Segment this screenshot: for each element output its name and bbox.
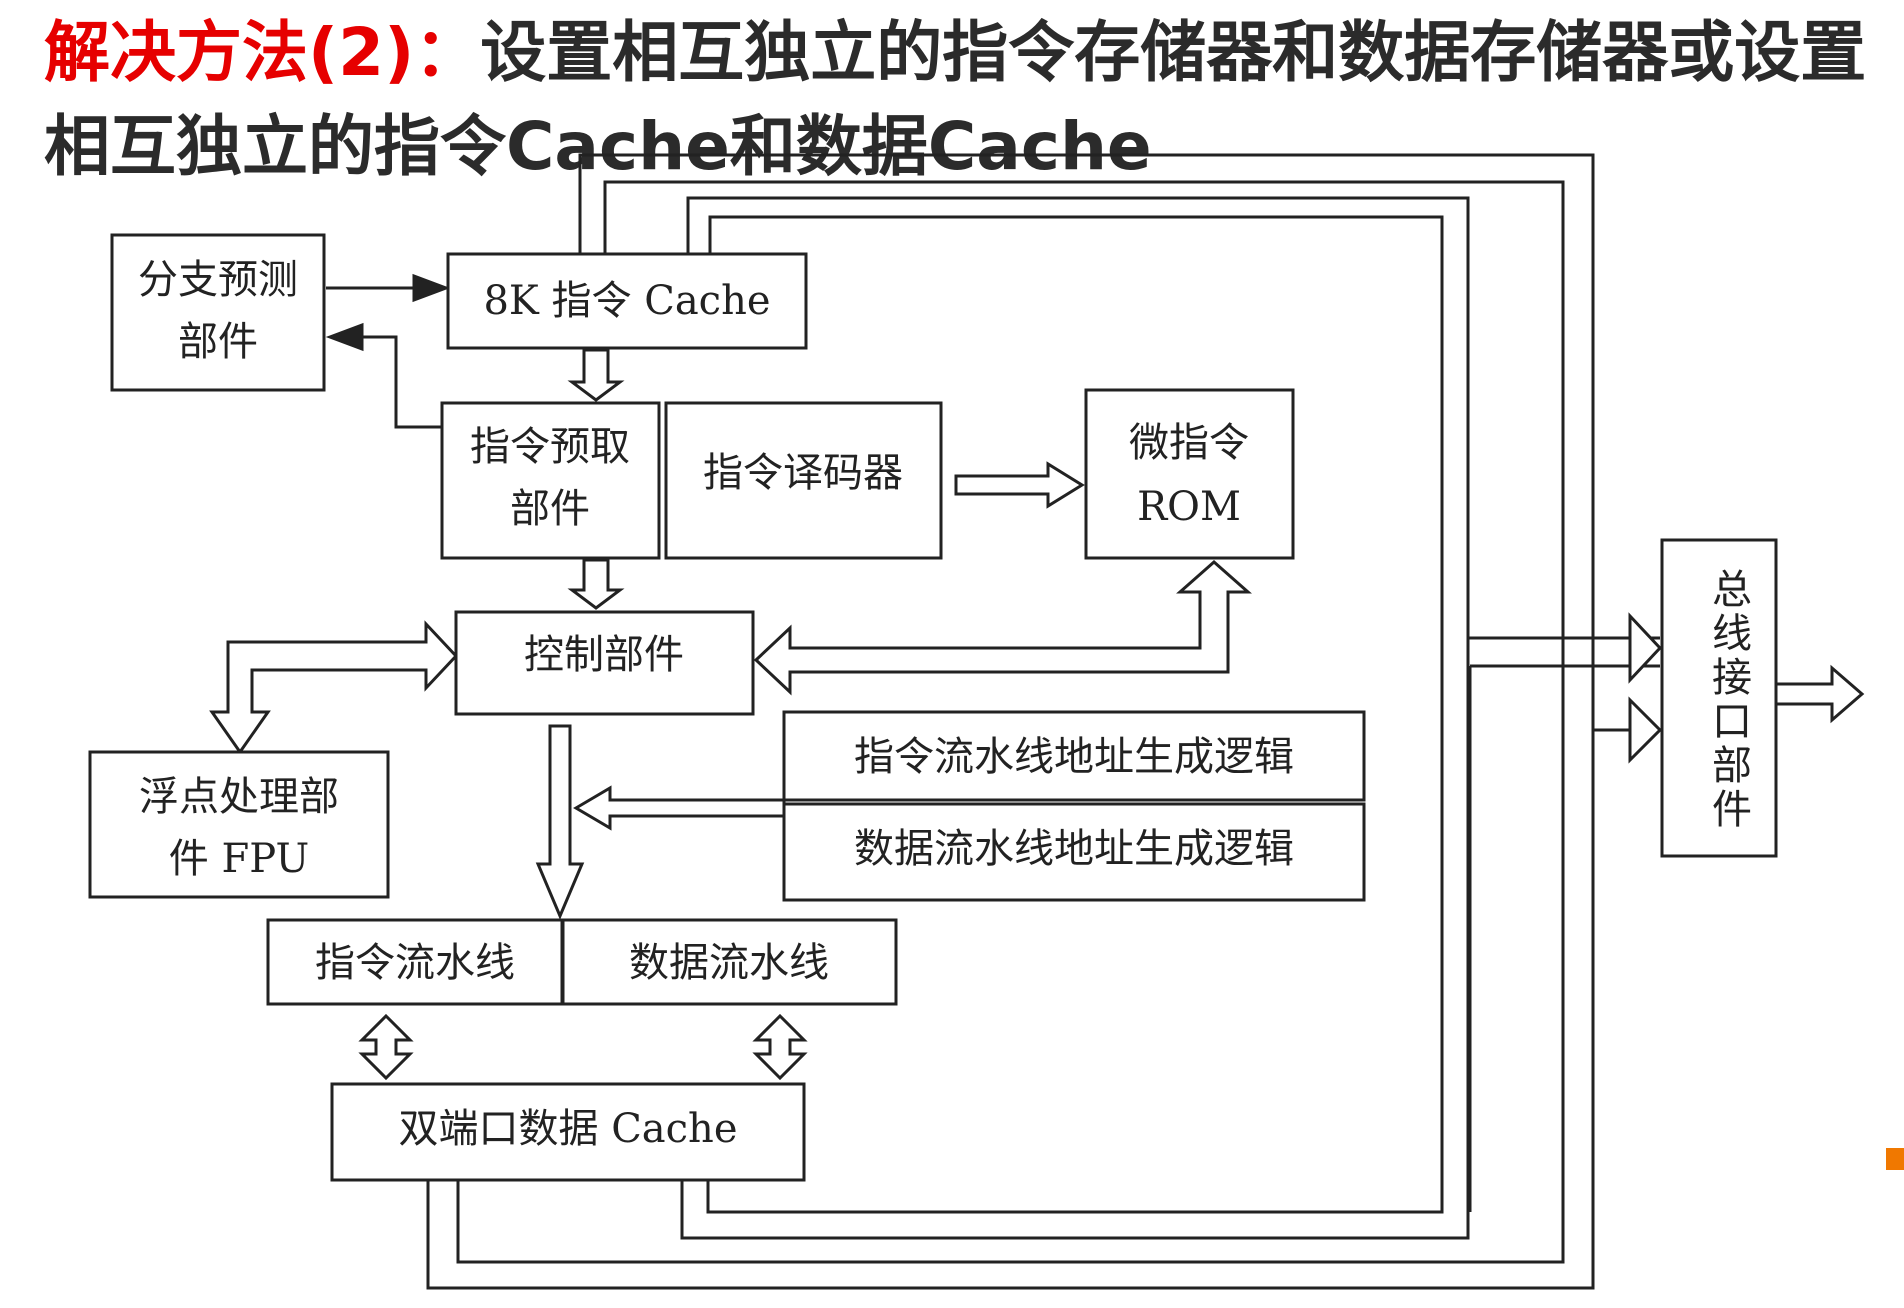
icache-to-prefetch-arrow: [567, 348, 625, 402]
control-urom-arrow: [753, 559, 1252, 696]
page-title: 解决方法(2)：设置相互独立的指令存储器和数据存储器或设置相互独立的指令Cach…: [44, 6, 1884, 194]
addr-logic-to-pipe-arrow: [573, 785, 786, 831]
icache-label: 8K 指令 Cache: [483, 278, 770, 324]
decoder-box: [664, 401, 943, 560]
branch-label-1: 分支预测: [138, 257, 298, 303]
dpipe-dcache-arrow: [752, 1013, 808, 1081]
bus-interface-box: [1660, 538, 1778, 858]
bus-in-arrow-upper-full: [1628, 612, 1663, 684]
dpipe-label: 数据流水线: [629, 940, 829, 986]
wire-outer: [426, 153, 1595, 1290]
bus-interface-label: 总 线 接 口 部 件: [1712, 567, 1752, 833]
prefetch-to-branch-head: [325, 322, 364, 352]
daddr-label: 数据流水线地址生成逻辑: [854, 826, 1294, 872]
branch-prediction-box: [110, 233, 326, 392]
iaddr-box: [782, 710, 1366, 802]
wire-third: [680, 196, 1470, 1240]
urom-label-1: 微指令: [1129, 420, 1249, 466]
bus-char: 接: [1712, 655, 1752, 701]
arrows: [209, 273, 1865, 1081]
title-prefix: 解决方法(2)：: [44, 14, 481, 91]
control-box: [454, 610, 755, 716]
dcache-box: [330, 1082, 806, 1182]
control-to-pipeline-arrow: [535, 724, 585, 920]
icache-box: [446, 252, 808, 350]
ipipe-dcache-arrow-full: [358, 1013, 414, 1081]
bus-char: 部: [1712, 743, 1752, 789]
ipipe-label: 指令流水线: [315, 940, 515, 986]
fpu-label-2: 件 FPU: [169, 836, 309, 882]
decoder-to-urom-arrow: [954, 461, 1085, 509]
dcache-label: 双端口数据 Cache: [398, 1106, 737, 1152]
bus-char: 件: [1712, 787, 1752, 833]
component-boxes: [88, 233, 1778, 1182]
urom-box: [1084, 388, 1295, 560]
control-fpu-arrow: [209, 620, 459, 755]
branch-label-2: 部件: [178, 319, 258, 365]
fpu-label-1: 浮点处理部: [139, 774, 339, 820]
branch-to-icache-head: [412, 273, 451, 303]
slide-marker: [1886, 1148, 1904, 1170]
fpu-box: [88, 750, 390, 899]
wire-second: [456, 180, 1565, 1264]
prefetch-label-2: 部件: [510, 486, 590, 532]
urom-label-2: ROM: [1137, 484, 1241, 530]
prefetch-box: [440, 401, 661, 560]
control-label: 控制部件: [524, 632, 684, 678]
bus-char: 口: [1712, 699, 1752, 745]
bus-char: 总: [1712, 567, 1752, 613]
wire-inner: [706, 215, 1444, 1214]
dpipe-box: [561, 918, 898, 1006]
prefetch-to-control-arrow: [567, 558, 625, 610]
prefetch-label-1: 指令预取: [470, 424, 630, 470]
prefetch-to-branch-line: [360, 335, 442, 429]
iaddr-label: 指令流水线地址生成逻辑: [854, 734, 1294, 780]
bus-out-arrow: [1774, 664, 1865, 724]
decoder-label: 指令译码器: [703, 450, 903, 496]
bus-wires: [426, 153, 1660, 1290]
component-labels: 分支预测 部件 8K 指令 Cache 指令预取 部件 指令译码器 微指令 RO…: [138, 257, 1752, 1152]
ipipe-box: [266, 918, 564, 1006]
title-text: 设置相互独立的指令存储器和数据存储器或设置相互独立的指令Cache和数据Cach…: [44, 14, 1867, 185]
bus-in-arrow-lower: [1628, 696, 1663, 764]
daddr-box: [782, 802, 1366, 902]
bus-char: 线: [1712, 611, 1752, 657]
